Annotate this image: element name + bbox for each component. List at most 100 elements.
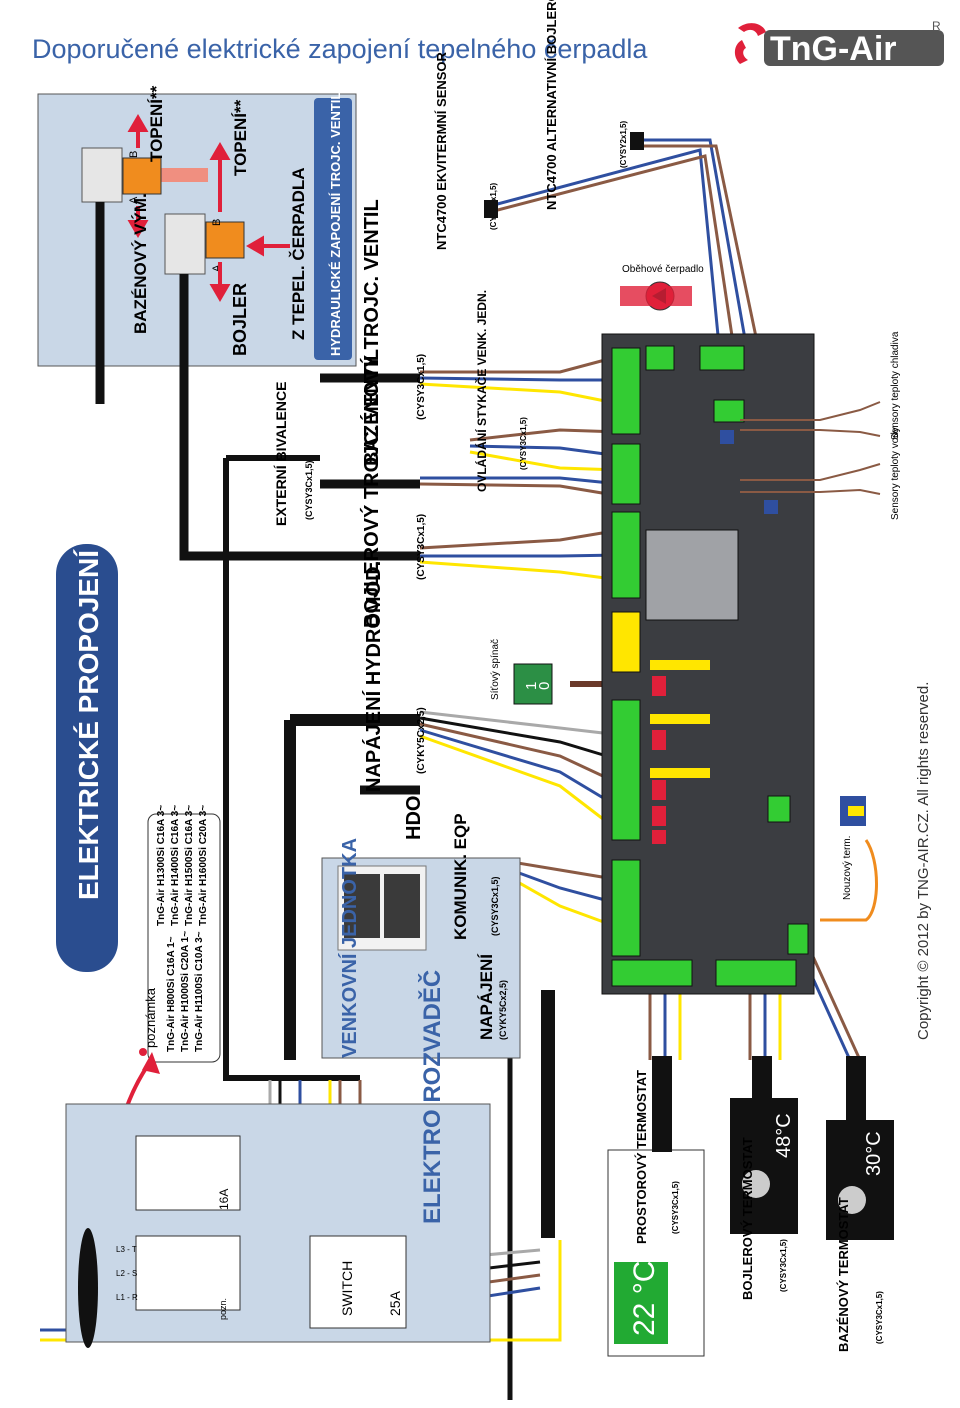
hydraulic-banner-text: HYDRAULICKÉ ZAPOJENÍ TROJC. VENTILŮ xyxy=(327,82,343,356)
section-title: ELEKTRICKÉ PROPOJENÍ xyxy=(73,549,104,900)
boiler-thermostat xyxy=(730,1098,798,1234)
note-row-2-right: TnG-Air H1400Si C16A 3~ xyxy=(170,805,181,926)
ntc-ekv-probe xyxy=(484,200,498,218)
from-pump-label: Z TEPEL. ČERPADLA xyxy=(289,167,308,340)
arrow-down-icon-2 xyxy=(209,262,231,302)
pool-thermostat-display: 30°C xyxy=(863,1131,885,1176)
note-row-1-right: TnG-Air H1300Si C16A 3~ xyxy=(156,805,167,926)
cable-ext-bivalence xyxy=(223,458,360,1081)
port-a-label-boiler: A xyxy=(211,264,223,272)
stykace-cable: (CYSY3Cx1,5) xyxy=(519,417,528,470)
breaker-16a-block xyxy=(135,1135,241,1211)
pool-thermostat xyxy=(826,1120,894,1240)
pool-valve-label: BAZÉNOVÝ TROJC. VENTIL xyxy=(359,199,383,466)
pool-thermostat-cable: (CYSY3Cx1,5) xyxy=(875,1291,884,1344)
page-title: Doporučené elektrické zapojení tepelného… xyxy=(32,34,648,64)
outdoor-unit-label: VENKOVNÍ JEDNOTKA xyxy=(338,838,361,1058)
napajeni-label: NAPÁJENÍ xyxy=(477,953,496,1040)
pool-thermostat-dial[interactable] xyxy=(838,1186,866,1214)
ntc-alt-probe xyxy=(630,132,644,150)
pool-thermostat-cable-line xyxy=(846,1056,866,1122)
pool-thermostat-title: BAZÉNOVÝ TERMOSTAT xyxy=(836,1197,851,1352)
boiler-valve-body xyxy=(205,221,245,259)
hydromod-label: NAPÁJENÍ HYDROMOD. xyxy=(362,561,385,792)
boiler-valve-label: BOJLEROVÝ TROJC. VENTIL xyxy=(359,349,383,628)
mains-switch-label: Síťový spínač xyxy=(490,639,501,700)
logo-text: TnG-Air xyxy=(770,30,897,68)
logo-emblem-icon-lower xyxy=(734,40,748,64)
note-row-1-left: TnG-Air H800Si C16A 1~ xyxy=(166,936,177,1052)
port-b-label-boiler: B xyxy=(211,219,223,226)
cable-hydromod xyxy=(284,714,420,1060)
pool-exchanger-box xyxy=(81,147,123,203)
phase-t-label: L3 - T xyxy=(116,1245,137,1254)
boiler-thermostat-cable-line xyxy=(752,1056,772,1100)
komunik-cable-label: (CYSY3Cx1,5) xyxy=(490,876,500,936)
breaker-main-block xyxy=(135,1235,241,1311)
logo-emblem-icon xyxy=(738,23,766,36)
heating-label-2: TOPENÍ** xyxy=(231,99,250,176)
napajeni-cable-label: (CYKY5Cx2,5) xyxy=(498,980,508,1040)
switch-label: SWITCH xyxy=(339,1261,355,1316)
pump-label: Oběhové čerpadlo xyxy=(622,264,704,275)
breaker-16a-label: 16A xyxy=(217,1189,231,1210)
note-title: poznámka xyxy=(143,987,158,1048)
arrow-down-icon xyxy=(127,206,149,238)
phase-r-label: L1 - R xyxy=(116,1293,138,1302)
mains-switch-off: 0 xyxy=(536,682,553,690)
boiler-box xyxy=(164,213,206,275)
phase-s-label: L2 - S xyxy=(116,1269,137,1278)
emergency-term-label: Nouzový term. xyxy=(842,836,853,900)
emergency-term-loop xyxy=(820,839,878,922)
ntc-alt-cable: (CYSY2x1,5) xyxy=(619,121,628,168)
ext-bivalence-label: EXTERNÍ BIVALENCE xyxy=(273,382,289,526)
hdo-label: HDO xyxy=(403,796,425,840)
sensor-cool-wire xyxy=(740,401,881,437)
sensor-cool-label: Sensory teploty chladiva xyxy=(890,331,901,440)
ntc-alt-label: NTC4700 ALTERNATIVNÍ BOJLEROVÝ SENSOR xyxy=(544,0,559,210)
room-thermostat-title: PROSTOROVÝ TERMOSTAT xyxy=(634,1070,649,1244)
note-row-2-left: TnG-Air H1000Si C20A 1~ xyxy=(180,931,191,1052)
rozvadec-label: ELEKTRO ROZVADĚČ xyxy=(418,970,446,1224)
switch-block[interactable] xyxy=(309,1235,407,1329)
room-thermostat-display-text: 22 °C xyxy=(628,1261,661,1336)
room-thermostat-display xyxy=(614,1262,668,1344)
mains-switch-on: 1 xyxy=(523,682,540,690)
heating-label-1: TOPENÍ** xyxy=(147,85,166,162)
note-bullet-icon xyxy=(139,1048,147,1056)
breaker-25a-label: 25A xyxy=(387,1290,403,1316)
outdoor-fan-2 xyxy=(384,874,420,938)
arrow-up-icon-2 xyxy=(209,142,231,212)
mains-switch[interactable] xyxy=(513,663,553,705)
stykace-label: OVLÁDÁNÍ STYKAČE VENK. JEDN. xyxy=(474,290,489,492)
pool-valve-cable: (CYSY3Cx1,5) xyxy=(416,354,427,420)
note-row-3-right: TnG-Air H1500Si C16A 3~ xyxy=(184,805,195,926)
ntc-ekv-label: NTC4700 EKVITERMNÍ SENSOR xyxy=(434,51,449,250)
terminal-blocks xyxy=(611,345,809,987)
arrow-left-icon xyxy=(246,235,290,257)
sensor-water-wire xyxy=(740,463,881,495)
boiler-valve-cable: (CYSY3Cx1,5) xyxy=(416,514,427,580)
note-box xyxy=(147,813,221,1063)
boiler-thermostat-title: BOJLEROVÝ TERMOSTAT xyxy=(740,1137,755,1300)
boiler-thermostat-cable: (CYSY3Cx1,5) xyxy=(779,1239,788,1292)
note-row-3-left: TnG-Air H1100Si C10A 3~ xyxy=(194,931,205,1052)
copyright: Copyright © 2012 by TNG-AIR.CZ. All righ… xyxy=(915,681,932,1040)
arrow-up-icon xyxy=(127,114,149,148)
boiler-label: BOJLER xyxy=(230,283,250,356)
emergency-term-cap xyxy=(848,806,864,816)
room-thermostat-cable-line xyxy=(652,1056,672,1152)
hydraulic-banner xyxy=(314,98,352,360)
ext-bivalence-cable: (CYSY3Cx1,5) xyxy=(304,460,314,520)
komunik-label: KOMUNIK. EQP xyxy=(451,813,470,940)
port-b-label: B xyxy=(128,151,140,158)
logo-registered-mark: R xyxy=(932,19,941,33)
cable-boiler-valve xyxy=(179,274,420,561)
pool-valve-body xyxy=(122,157,162,195)
pipe-link xyxy=(148,168,208,182)
room-thermostat-cable: (CYSY3Cx1,5) xyxy=(671,1181,680,1234)
boiler-thermostat-dial[interactable] xyxy=(742,1170,770,1198)
red-arrow-head-icon xyxy=(142,1052,160,1074)
pool-exchanger-label: BAZÉNOVÝ VÝM. xyxy=(131,193,150,334)
